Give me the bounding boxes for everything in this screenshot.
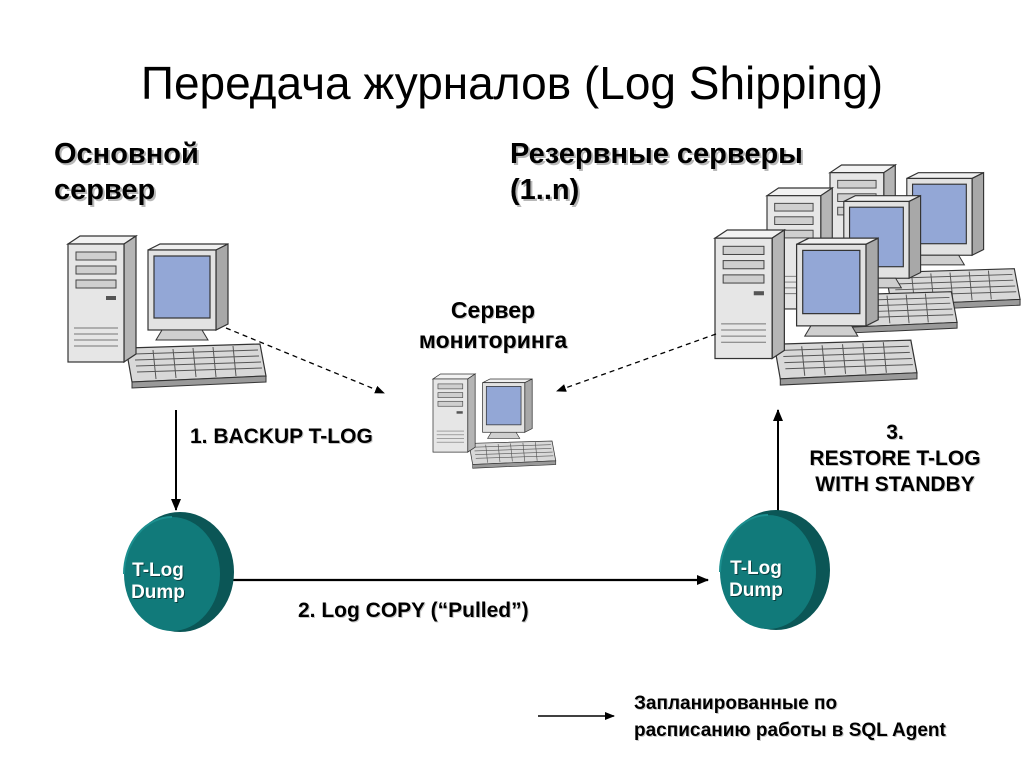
step-restore-label: 3. RESTORE T-LOG WITH STANDBY	[770, 420, 1020, 498]
step-copy-label: 2. Log COPY (“Pulled”)	[298, 599, 529, 622]
legend-text-line1: Запланированные по	[634, 693, 838, 714]
legend-text: Запланированные по расписанию работы в S…	[634, 690, 1019, 744]
step-restore-label-line2: RESTORE T-LOG	[809, 447, 981, 470]
monitor-server-label-line1: Сервер	[450, 297, 536, 323]
slide-title: Передача журналов (Log Shipping)	[140, 57, 884, 109]
dump-right-label: T-Log Dump	[711, 558, 801, 602]
primary-server-icon	[67, 235, 267, 389]
monitor-server-label: Сервер мониторинга	[378, 295, 608, 355]
step-restore-label-line1: 3.	[886, 421, 904, 444]
step-backup-label: 1. BACKUP T-LOG	[190, 425, 373, 448]
primary-server-heading: Основной сервер	[54, 136, 199, 208]
legend-text-line2: расписанию работы в SQL Agent	[634, 720, 946, 741]
standby-servers-heading-line2: (1..n)	[510, 174, 580, 206]
standby-servers-heading-line1: Резервные серверы	[510, 138, 803, 170]
dump-left-label-line2: Dump	[131, 582, 185, 603]
primary-server-heading-line2: сервер	[54, 174, 156, 206]
dump-left-label: T-Log Dump	[113, 560, 203, 604]
step-restore-label-line3: WITH STANDBY	[815, 473, 975, 496]
monitor-server-label-line2: мониторинга	[418, 327, 568, 353]
primary-server-heading-line1: Основной	[54, 138, 199, 170]
dump-right-label-line1: T-Log	[730, 558, 782, 579]
dashed-arrow-primary-to-monitor	[225, 327, 385, 394]
dump-left-label-line1: T-Log	[132, 560, 184, 581]
monitor-server-icon	[432, 373, 557, 469]
dump-cylinder-right	[719, 510, 830, 630]
dump-right-label-line2: Dump	[729, 580, 783, 601]
dump-cylinder-left	[123, 512, 234, 632]
dashed-arrow-standby-to-monitor	[556, 333, 717, 392]
standby-servers-heading: Резервные серверы (1..n)	[510, 136, 803, 208]
